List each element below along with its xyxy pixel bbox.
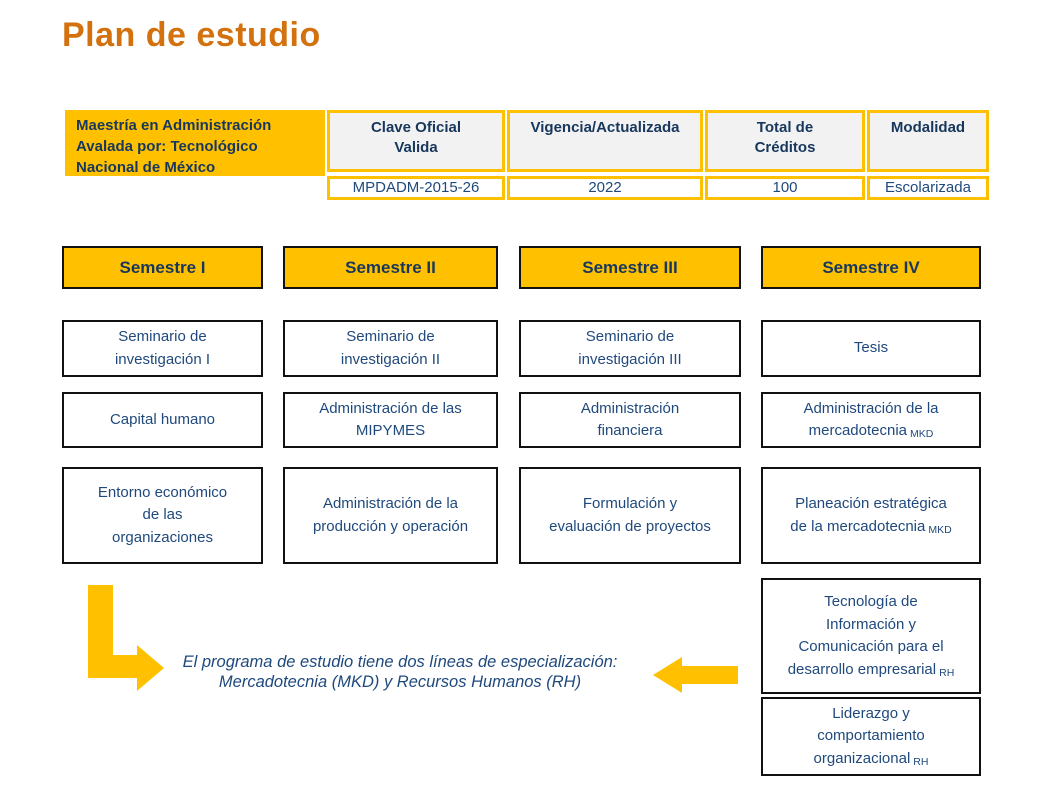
specialization-note: El programa de estudio tiene dos líneas …: [150, 652, 650, 693]
course-label: Seminario de investigación I: [114, 328, 211, 368]
course-label: Tesis: [853, 339, 889, 357]
course-box: Tecnología de Información y Comunicación…: [761, 578, 981, 694]
elbow-arrow-icon: [88, 585, 164, 691]
info-header-clave: Clave Oficial Valida: [327, 110, 505, 172]
course-box: Seminario de investigación I: [62, 320, 263, 377]
info-column-clave: Clave Oficial Valida MPDADM-2015-26: [327, 110, 505, 200]
course-label: Administración de la producción y operac…: [312, 495, 469, 535]
program-label: Maestría en Administración Avalada por: …: [65, 110, 325, 176]
semester-column-3: Semestre III Seminario de investigación …: [519, 246, 741, 576]
course-specialization-tag: RH: [939, 666, 955, 679]
semester-1-header: Semestre I: [62, 246, 263, 289]
semester-column-2: Semestre II Seminario de investigación I…: [283, 246, 498, 576]
course-box: Tesis: [761, 320, 981, 377]
program-info-table: Maestría en Administración Avalada por: …: [65, 110, 989, 200]
course-box: Seminario de investigación II: [283, 320, 498, 377]
course-box: Administración financiera: [519, 392, 741, 448]
semester-column-4: Semestre IV Tesis Administración de la m…: [761, 246, 981, 778]
course-box: Planeación estratégica de la mercadotecn…: [761, 467, 981, 564]
course-box: Administración de la producción y operac…: [283, 467, 498, 564]
info-column-creditos: Total de Créditos 100: [705, 110, 865, 200]
semester-3-header: Semestre III: [519, 246, 741, 289]
info-value-clave: MPDADM-2015-26: [327, 176, 505, 200]
course-specialization-tag: MKD: [910, 428, 934, 440]
left-arrow-icon: [653, 657, 738, 693]
course-label: Administración de la mercadotecnia: [803, 399, 939, 440]
course-label: Liderazgo y comportamiento organizaciona…: [813, 704, 925, 767]
course-label: Tecnología de Información y Comunicación…: [787, 593, 944, 678]
info-column-modalidad: Modalidad Escolarizada: [867, 110, 989, 200]
course-label: Planeación estratégica de la mercadotecn…: [790, 495, 947, 535]
course-box: Administración de las MIPYMES: [283, 392, 498, 448]
course-box: Liderazgo y comportamiento organizaciona…: [761, 697, 981, 776]
info-header-vigencia: Vigencia/Actualizada: [507, 110, 703, 172]
note-line-1: El programa de estudio tiene dos líneas …: [182, 653, 618, 671]
info-value-vigencia: 2022: [507, 176, 703, 200]
course-box: Seminario de investigación III: [519, 320, 741, 377]
course-specialization-tag: MKD: [928, 523, 952, 536]
course-label: Administración financiera: [580, 399, 680, 440]
semester-column-1: Semestre I Seminario de investigación I …: [62, 246, 263, 576]
course-box: Capital humano: [62, 392, 263, 448]
note-line-2: Mercadotecnia (MKD) y Recursos Humanos (…: [218, 673, 582, 692]
info-value-creditos: 100: [705, 176, 865, 200]
semester-2-header: Semestre II: [283, 246, 498, 289]
info-value-modalidad: Escolarizada: [867, 176, 989, 200]
course-box: Formulación y evaluación de proyectos: [519, 467, 741, 564]
page-title: Plan de estudio: [62, 16, 321, 54]
course-label: Entorno económico de las organizaciones: [97, 483, 228, 546]
course-label: Seminario de investigación II: [340, 328, 441, 368]
info-header-modalidad: Modalidad: [867, 110, 989, 172]
course-specialization-tag: RH: [913, 755, 929, 768]
course-label: Administración de las MIPYMES: [319, 399, 462, 440]
course-box: Entorno económico de las organizaciones: [62, 467, 263, 564]
semester-4-header: Semestre IV: [761, 246, 981, 289]
course-label: Seminario de investigación III: [578, 328, 682, 368]
info-column-vigencia: Vigencia/Actualizada 2022: [507, 110, 703, 200]
info-header-creditos: Total de Créditos: [705, 110, 865, 172]
course-label: Formulación y evaluación de proyectos: [549, 495, 711, 535]
course-label: Capital humano: [109, 410, 216, 428]
